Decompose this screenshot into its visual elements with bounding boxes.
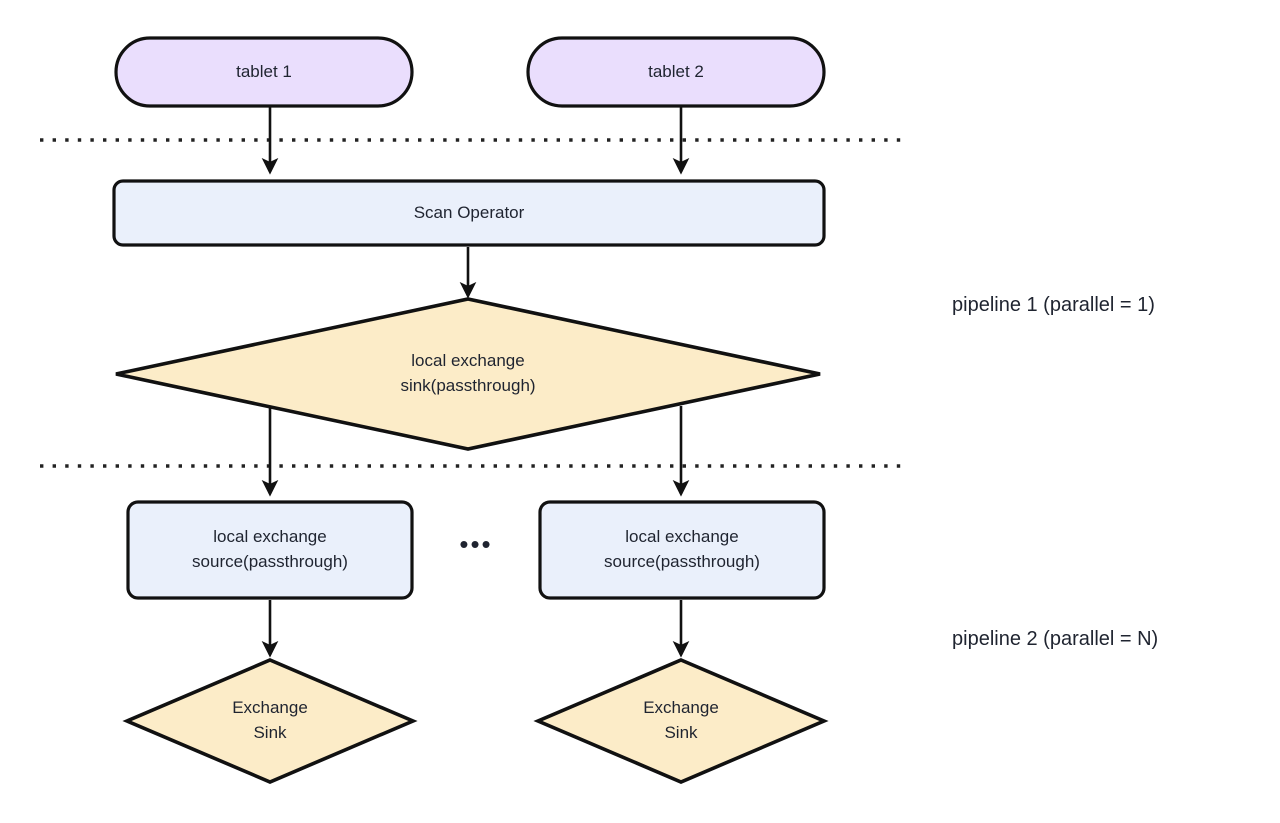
pipeline-2-label: pipeline 2 (parallel = N) — [952, 628, 1159, 650]
node-exchange-sink-left[interactable] — [122, 658, 418, 784]
node-tablet2[interactable] — [526, 36, 826, 108]
node-tablet1[interactable] — [114, 36, 414, 108]
node-exchange-sink-right[interactable] — [533, 658, 829, 784]
node-scan-operator[interactable] — [112, 179, 826, 247]
node-local-exchange-sink[interactable] — [115, 297, 821, 451]
pipeline-1-label: pipeline 1 (parallel = 1) — [952, 294, 1155, 316]
node-local-exchange-source-right[interactable] — [538, 500, 826, 600]
node-local-exchange-source-left[interactable] — [126, 500, 414, 600]
